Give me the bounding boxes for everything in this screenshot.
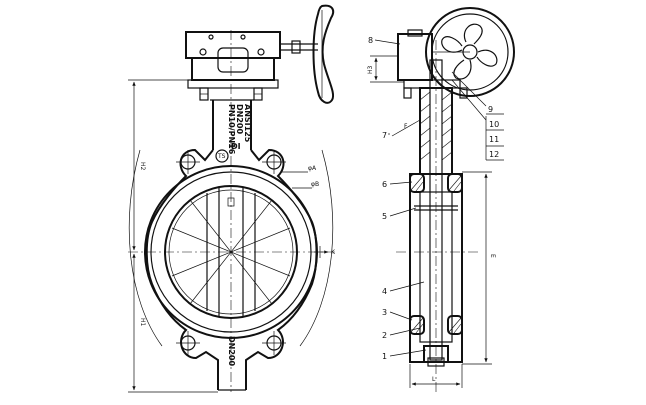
dim-label-h1: H1 [139, 318, 146, 327]
part-label-10: 10 [489, 120, 499, 129]
neck-stamp-line-1: PN10/PN16 [227, 104, 236, 155]
side-disc [419, 191, 453, 343]
side-view: H3 [367, 7, 515, 392]
neck-sides [212, 100, 252, 150]
shaft-collar [291, 40, 301, 54]
bolt-circle-arc-right [299, 149, 334, 347]
gearbox-bolt-head [257, 48, 265, 56]
dim-label-e: E [489, 254, 496, 258]
dim-label-f: F [404, 123, 408, 130]
disc-pin [227, 197, 235, 207]
part-label-11: 11 [489, 135, 499, 144]
gearbox [185, 31, 318, 101]
neck-stamp-line-2: DN200 [235, 104, 244, 134]
handwheel-outer-rim [425, 7, 515, 97]
side-actuator: H3 [367, 29, 470, 99]
seat-ring-top-left [409, 173, 425, 193]
neck-stamp-line-3: ANSI125 [243, 104, 252, 143]
bottom-plug [423, 345, 449, 363]
material-mark: DI [231, 142, 241, 151]
part-label-9: 9 [488, 105, 493, 114]
seat-inner [164, 185, 298, 319]
leader-9 [451, 71, 487, 107]
seat-outer [150, 171, 312, 333]
dim-label-phi-a: φA [308, 165, 317, 172]
disc-edge [168, 189, 294, 315]
gearbox-screw [208, 34, 214, 40]
part-label-1: 1 [382, 352, 387, 361]
handwheel-spoke [453, 59, 472, 80]
seat-ring-top-right [447, 173, 463, 193]
dim-label-phi-b: φB [311, 181, 319, 188]
part-label-5: 5 [382, 212, 387, 221]
dim-label-l: L [432, 376, 436, 383]
seat-ring-bottom-left [409, 315, 425, 335]
part-label-7: 7 [382, 131, 387, 140]
bottom-cap [427, 357, 445, 367]
part-label-8: 8 [368, 36, 373, 45]
gearbox-center-boss [217, 47, 249, 73]
front-view: PN10/PN16 DN200 ANSI125 TS DI DN200 [128, 4, 336, 393]
seat-ring-bottom-right [447, 315, 463, 335]
logo-mark [215, 149, 229, 163]
part-labels-right: 9 10 11 12 [451, 71, 504, 161]
part-label-3: 3 [382, 308, 387, 317]
valve-neck: PN10/PN16 DN200 ANSI125 TS DI [210, 99, 254, 163]
handwheel-rim [312, 4, 335, 104]
dim-label-k: K [331, 249, 336, 256]
gearbox-bolt-head [199, 48, 207, 56]
part-label-12: 12 [489, 150, 499, 159]
dim-label-h3: H3 [367, 65, 374, 74]
side-mount-bolt [459, 87, 468, 99]
side-gearbox-cap [407, 29, 423, 37]
side-mount-bolt [403, 87, 412, 99]
side-mount-flange [403, 79, 461, 89]
gearbox-screw [240, 34, 246, 40]
handwheel-spoke [476, 49, 498, 67]
dim-leader-f [391, 119, 421, 137]
handwheel-spoke [463, 23, 483, 45]
bottom-stamp: DN200 [227, 336, 236, 366]
handwheel-edge-view [312, 4, 335, 104]
handwheel-spoke [441, 36, 463, 53]
gearbox-housing [191, 57, 275, 81]
part-label-4: 4 [382, 287, 387, 296]
gearbox-base-flange [187, 79, 279, 89]
dim-label-h2: H2 [139, 162, 146, 171]
logo-mark-text: TS [217, 153, 226, 160]
part-label-2: 2 [382, 331, 387, 340]
part-labels-left: 8 7 6 5 4 3 2 1 [368, 36, 427, 361]
part-label-6: 6 [382, 180, 387, 189]
side-body-section [409, 173, 463, 367]
